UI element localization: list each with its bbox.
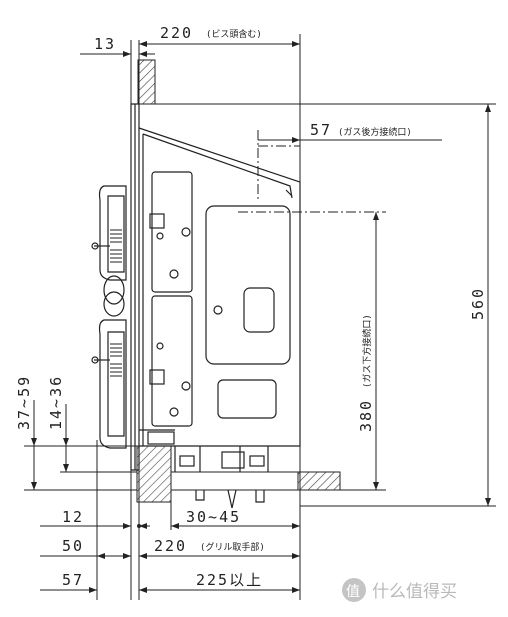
dim-220-bottom: 220 [154, 537, 187, 555]
dimension-lines [24, 34, 496, 600]
dim-380-note: (ガス下方接続口) [361, 314, 373, 388]
dim-57-gas-rear: 57 [310, 121, 332, 139]
countertop-lower-hatch [136, 445, 172, 503]
dim-220-bottom-note: (グリル取手部) [200, 541, 265, 553]
dim-50: 50 [62, 537, 84, 555]
front-panel [91, 103, 140, 471]
watermark-logo-icon [342, 578, 366, 602]
dim-14-36: 14~36 [47, 375, 65, 430]
dim-225: 225以上 [196, 571, 263, 589]
dim-220-top: 220 [160, 24, 193, 42]
center-lines [238, 130, 386, 213]
dim-560: 560 [469, 287, 487, 320]
knob-serrations [110, 229, 122, 377]
dim-13: 13 [94, 35, 116, 53]
countertop-upper-hatch [137, 59, 156, 105]
arrowheads [31, 41, 491, 593]
watermark-text: 什么值得买 [372, 582, 457, 602]
reference-dot [137, 524, 141, 528]
dim-380: 380 [357, 399, 375, 432]
watermark-logo-glyph: 值 [346, 584, 360, 600]
shelf-right-hatch [297, 471, 341, 491]
dim-30-45: 30~45 [186, 508, 241, 526]
dim-12: 12 [62, 508, 84, 526]
countertop-section [136, 59, 341, 503]
dim-37-59: 37~59 [15, 375, 33, 430]
dim-57-bottom: 57 [62, 571, 84, 589]
stove-body [138, 127, 301, 509]
dim-57-gas-rear-note: (ガス後方接続口) [338, 126, 412, 138]
watermark: 值 什么值得买 [342, 578, 457, 602]
dimension-labels: 220 (ビス頭含む) 13 57 (ガス後方接続口) 560 380 (ガス下… [15, 24, 487, 589]
dim-220-top-note: (ビス頭含む) [206, 28, 262, 40]
